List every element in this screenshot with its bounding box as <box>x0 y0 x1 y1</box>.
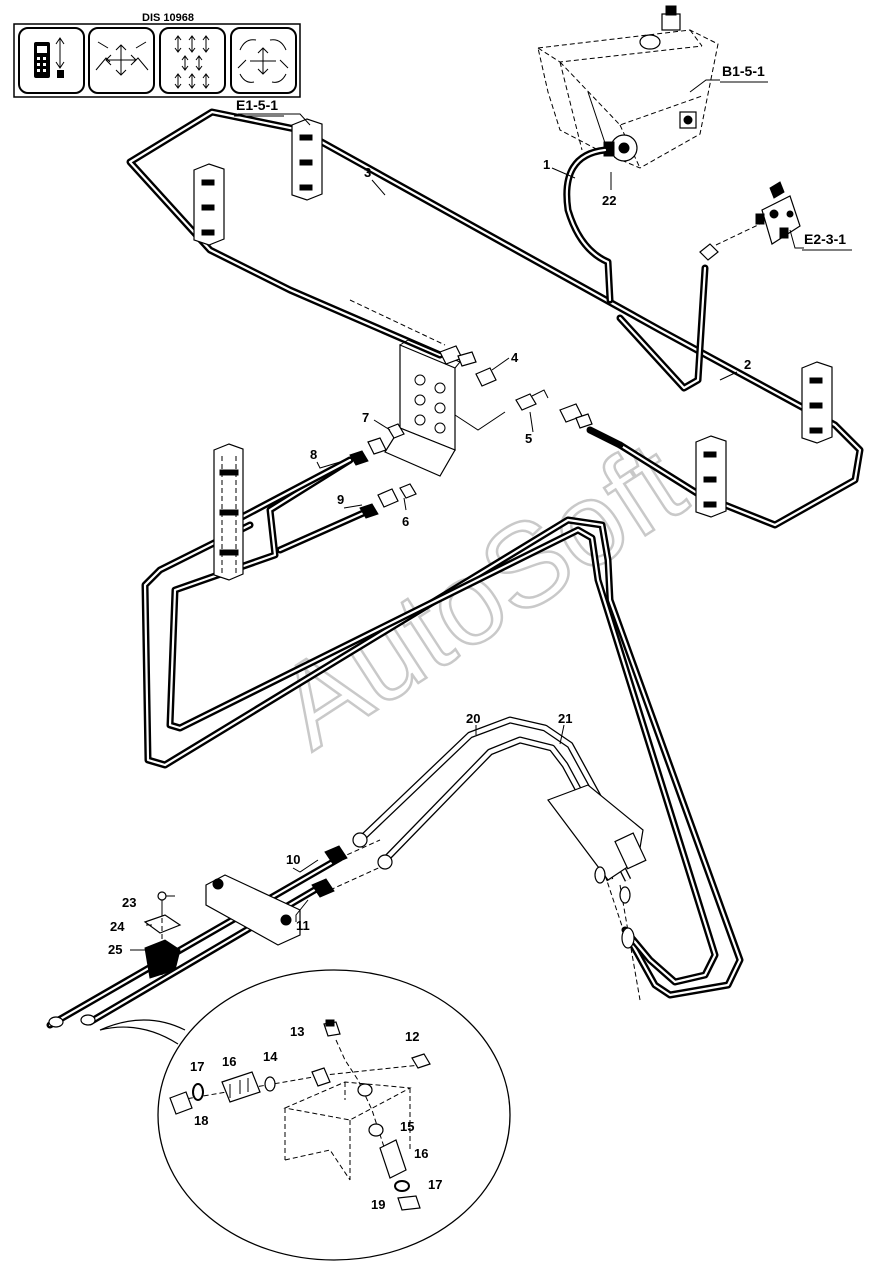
callout-3: 3 <box>364 165 371 180</box>
ref-tank: B1-5-1 <box>722 63 765 79</box>
callout-1: 1 <box>543 157 550 172</box>
callout-4: 4 <box>511 350 519 365</box>
callout-25: 25 <box>108 942 122 957</box>
control-arrows-icon <box>159 27 226 94</box>
reference-labels: B1-5-1 E1-5-1 E2-3-1 <box>234 63 852 251</box>
callout-17-lower: 17 <box>428 1177 442 1192</box>
callout-16-lower: 16 <box>414 1146 428 1161</box>
ref-clamp: E1-5-1 <box>236 97 278 113</box>
callout-15: 15 <box>400 1119 414 1134</box>
leader-lines <box>130 79 804 951</box>
fitting-bracket <box>349 299 593 519</box>
diagram-code: DIS 10968 <box>142 12 194 24</box>
callout-9: 9 <box>337 492 344 507</box>
callout-10: 10 <box>286 852 300 867</box>
callout-7: 7 <box>362 410 369 425</box>
boom-pipes <box>357 716 647 1001</box>
boom-rotation-icon <box>230 27 297 94</box>
hose-clamps <box>193 118 833 581</box>
callout-8: 8 <box>310 447 317 462</box>
callout-12: 12 <box>405 1029 419 1044</box>
hose-assemblies <box>46 108 864 1029</box>
callout-13: 13 <box>290 1024 304 1039</box>
detail-view <box>99 969 511 1261</box>
callout-20: 20 <box>466 711 480 726</box>
callout-24: 24 <box>110 919 125 934</box>
callout-16-upper: 16 <box>222 1054 236 1069</box>
callout-14: 14 <box>263 1049 278 1064</box>
control-valve <box>699 181 801 261</box>
callout-17-upper: 17 <box>190 1059 204 1074</box>
remote-control-icon <box>18 27 85 94</box>
callout-22: 22 <box>602 193 616 208</box>
callout-5: 5 <box>525 431 532 446</box>
callout-19: 19 <box>371 1197 385 1212</box>
callout-6: 6 <box>402 514 409 529</box>
icon-strip: DIS 10968 <box>13 12 301 98</box>
part-callouts: 1 2 3 4 5 6 7 8 9 10 11 12 13 14 15 16 1… <box>108 157 751 1212</box>
machine-movements-icon <box>88 27 155 94</box>
callout-2: 2 <box>744 357 751 372</box>
callout-21: 21 <box>558 711 572 726</box>
callout-18: 18 <box>194 1113 208 1128</box>
lower-bracket <box>48 832 393 1028</box>
callout-23: 23 <box>122 895 136 910</box>
callout-11: 11 <box>296 918 310 933</box>
ref-valve: E2-3-1 <box>804 231 846 247</box>
hydraulic-tank <box>537 5 719 169</box>
